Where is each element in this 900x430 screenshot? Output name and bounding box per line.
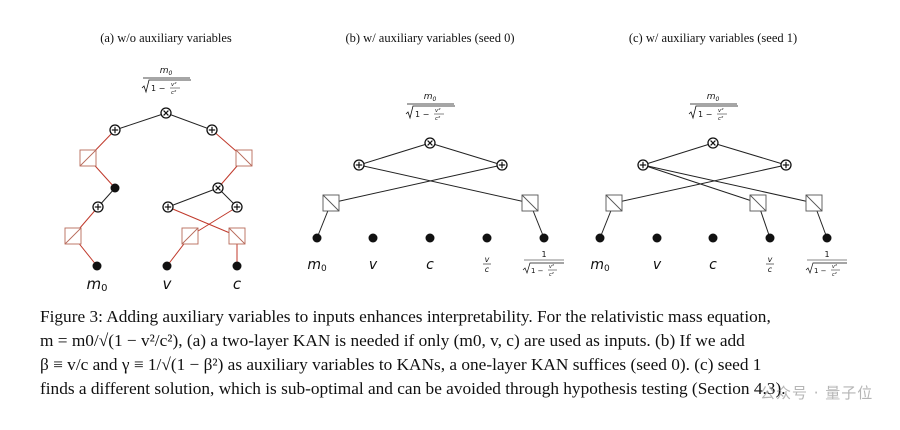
panel-a-hidden-node <box>110 183 120 193</box>
panel-b-input-node <box>539 233 549 243</box>
caption-line: Figure 3: Adding auxiliary variables to … <box>40 307 771 326</box>
panel-b-input-label-m0: m0 <box>307 257 327 274</box>
panel-b-input-label-c: c <box>426 257 434 273</box>
svg-text:m0: m0 <box>424 92 437 103</box>
panel-b-times-node <box>424 137 436 149</box>
figure-3: (a) w/o auxiliary variables m0 1 − v² c² <box>64 31 847 294</box>
panel-b-input-label-v-over-c: v c <box>483 255 491 274</box>
svg-text:m0: m0 <box>160 66 173 77</box>
panel-b-title: (b) w/ auxiliary variables (seed 0) <box>345 31 514 45</box>
svg-text:1 −: 1 − <box>531 267 544 275</box>
panel-c-edges <box>599 142 828 239</box>
panel-a-input-node <box>162 261 172 271</box>
panel-a-title: (a) w/o auxiliary variables <box>100 31 232 45</box>
panel-c-input-node <box>708 233 718 243</box>
svg-text:v²: v² <box>435 107 441 114</box>
panel-a-plus-node <box>92 201 104 213</box>
caption-line: β ≡ v/c and γ ≡ 1/√(1 − β²) as auxiliary… <box>40 355 762 374</box>
svg-text:v²: v² <box>171 81 177 88</box>
panel-a-times-node <box>212 182 224 194</box>
svg-text:v²: v² <box>718 107 724 114</box>
svg-text:c: c <box>768 265 773 274</box>
panel-c-activations <box>605 194 823 212</box>
svg-text:1 −: 1 − <box>151 84 165 93</box>
caption-line: finds a different solution, which is sub… <box>40 379 786 398</box>
svg-text:1: 1 <box>541 250 546 259</box>
panel-b: (b) w/ auxiliary variables (seed 0) m0 1… <box>307 31 564 278</box>
panel-c-input-label-v: v <box>653 257 662 273</box>
svg-text:c²: c² <box>435 115 441 122</box>
panel-a-input-label-v: v <box>163 275 173 293</box>
svg-text:c²: c² <box>718 115 724 122</box>
panel-c-input-node <box>652 233 662 243</box>
panel-a-input-label-c: c <box>233 275 242 293</box>
panel-c-output-formula: m0 1 − v² c² <box>688 92 738 122</box>
panel-c-times-node <box>707 137 719 149</box>
svg-text:m0: m0 <box>707 92 720 103</box>
svg-text:c²: c² <box>171 89 177 96</box>
panel-c-input-node <box>822 233 832 243</box>
panel-c-input-label-v-over-c: v c <box>766 255 774 274</box>
panel-b-input-node <box>482 233 492 243</box>
panel-c-plus-node <box>780 159 792 171</box>
panel-c-input-label-gamma: 1 1 − v² c² <box>805 250 847 278</box>
panel-c-input-label-m0: m0 <box>590 257 610 274</box>
svg-text:v²: v² <box>832 264 837 270</box>
svg-text:c²: c² <box>832 272 837 278</box>
svg-text:1 −: 1 − <box>698 110 712 119</box>
panel-b-input-label-gamma: 1 1 − v² c² <box>522 250 564 278</box>
panel-c-input-node <box>595 233 605 243</box>
svg-text:c: c <box>485 265 490 274</box>
panel-a: (a) w/o auxiliary variables m0 1 − v² c² <box>64 31 253 294</box>
panel-b-input-node <box>312 233 322 243</box>
panel-b-input-node <box>425 233 435 243</box>
panel-a-plus-node <box>206 124 218 136</box>
svg-text:c²: c² <box>549 272 554 278</box>
panel-a-plus-node <box>109 124 121 136</box>
svg-text:1 −: 1 − <box>415 110 429 119</box>
panel-a-input-node <box>92 261 102 271</box>
panel-a-times-node <box>160 107 172 119</box>
svg-text:1 −: 1 − <box>814 267 827 275</box>
panel-b-edges <box>316 142 545 239</box>
panel-c-plus-node <box>637 159 649 171</box>
svg-text:v: v <box>768 255 773 264</box>
panel-b-plus-node <box>496 159 508 171</box>
figure-caption: Figure 3: Adding auxiliary variables to … <box>40 305 872 401</box>
svg-text:v²: v² <box>549 264 554 270</box>
panel-b-plus-node <box>353 159 365 171</box>
panel-a-input-label-m0: m0 <box>87 275 108 294</box>
svg-text:v: v <box>485 255 490 264</box>
panel-a-activations <box>64 149 253 245</box>
svg-text:1: 1 <box>824 250 829 259</box>
watermark: 公众号 · 量子位 <box>760 384 874 402</box>
panel-c-input-label-c: c <box>709 257 717 273</box>
panel-b-input-label-v: v <box>369 257 378 273</box>
panel-a-input-node <box>232 261 242 271</box>
panel-a-plus-node <box>231 201 243 213</box>
panel-b-activations <box>322 194 539 212</box>
panel-c: (c) w/ auxiliary variables (seed 1) m0 1… <box>590 31 847 278</box>
panel-c-input-node <box>765 233 775 243</box>
panel-a-output-formula: m0 1 − v² c² <box>141 66 191 96</box>
panel-a-plus-node <box>162 201 174 213</box>
panel-c-title: (c) w/ auxiliary variables (seed 1) <box>629 31 797 45</box>
caption-line: m = m0/√(1 − v²/c²), (a) a two-layer KAN… <box>40 331 745 350</box>
panel-b-output-formula: m0 1 − v² c² <box>405 92 455 122</box>
panel-b-input-node <box>368 233 378 243</box>
